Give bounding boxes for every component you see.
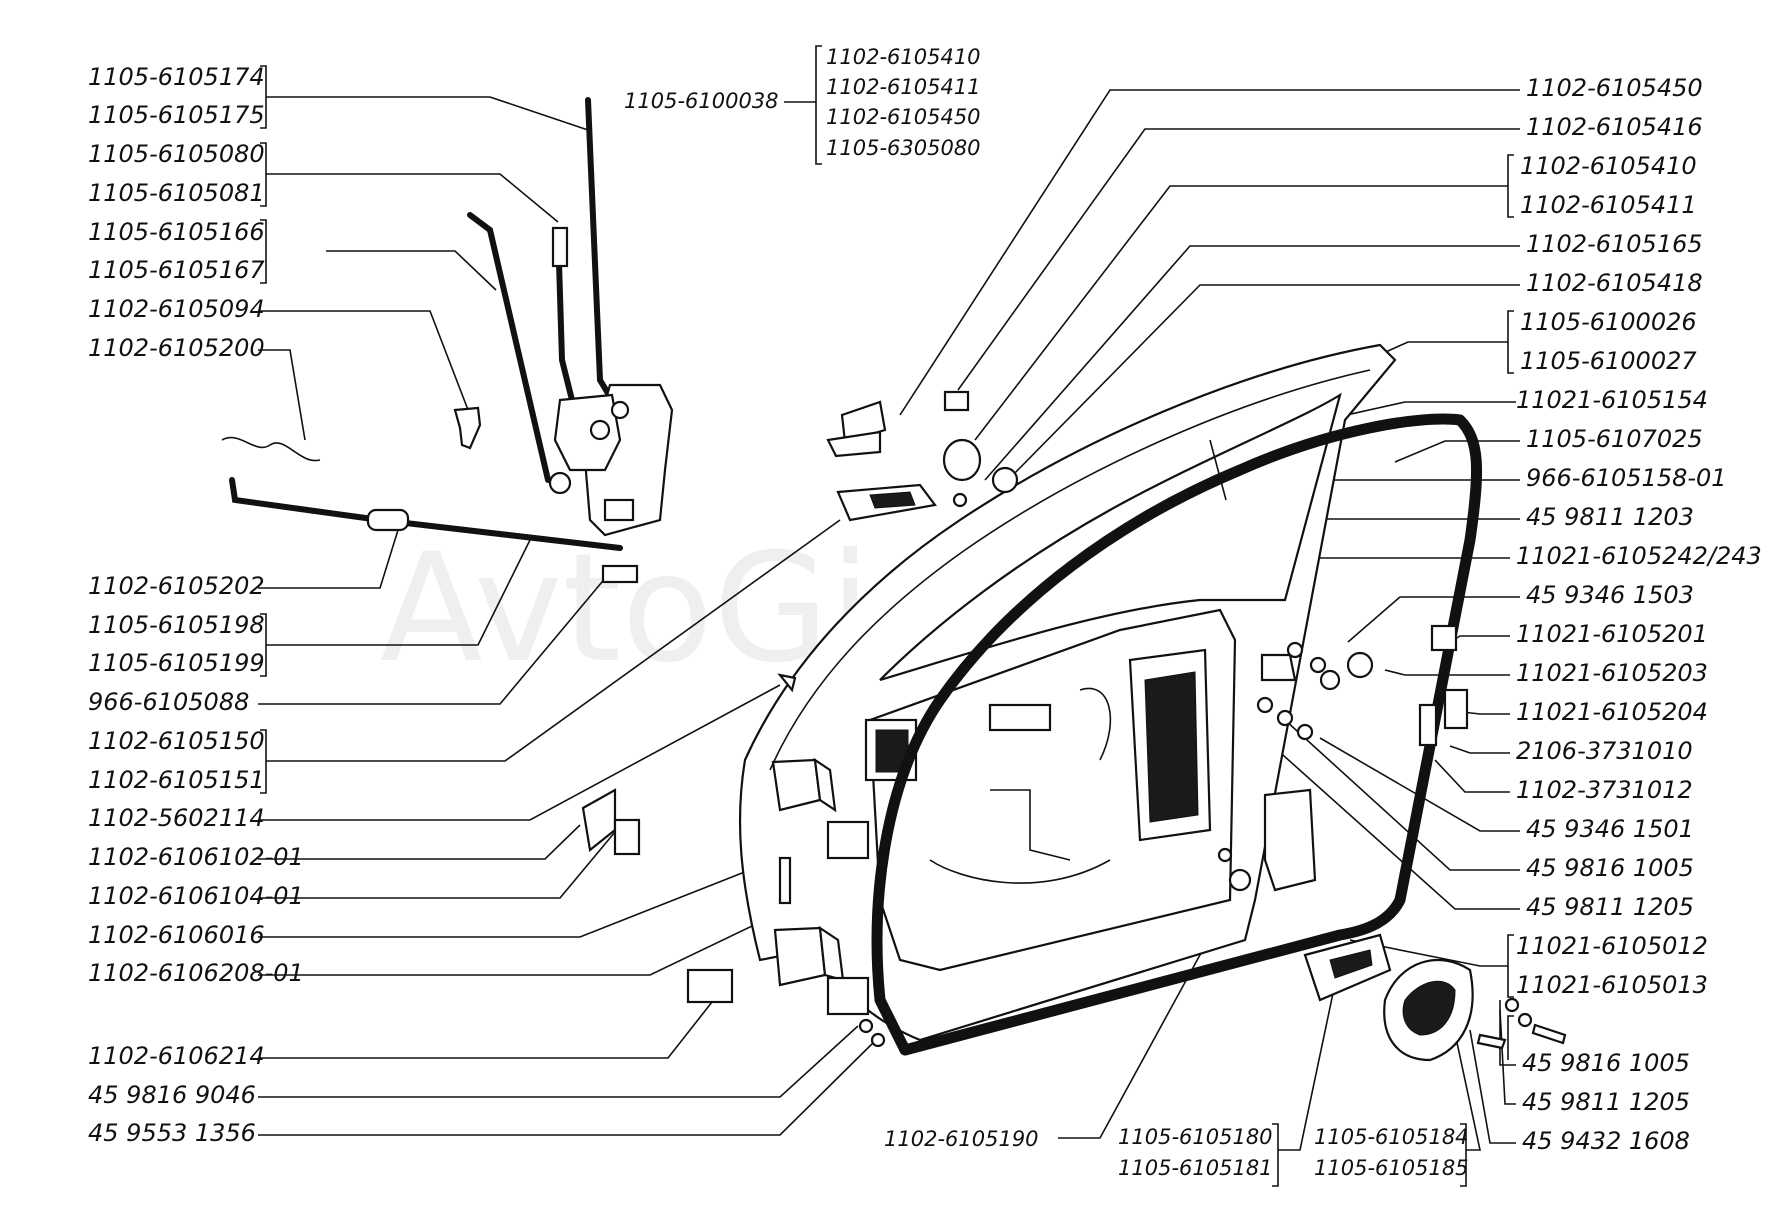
right-label-18: 2106-3731010 <box>1516 737 1693 765</box>
top-item-3: 1102-6105450 <box>826 105 981 129</box>
left-label-20: 1102-6106214 <box>88 1042 265 1070</box>
left-label-16: 1102-6106102-01 <box>88 843 304 871</box>
right-label-5: 1102-6105165 <box>1526 230 1703 258</box>
left-label-1: 1105-6105174 <box>88 63 265 91</box>
right-label-15: 11021-6105201 <box>1516 620 1708 648</box>
right-label-14: 45 9346 1503 <box>1526 581 1694 609</box>
bottom-label-2: 1105-6105180 <box>1118 1125 1273 1149</box>
right-label-8: 1105-6100027 <box>1520 347 1697 375</box>
outer-handle-assembly <box>1217 624 1567 1062</box>
right-label-10: 1105-6107025 <box>1526 425 1703 453</box>
left-label-3: 1105-6105080 <box>88 140 265 168</box>
right-label-24: 11021-6105013 <box>1516 971 1708 999</box>
left-label-22: 45 9553 1356 <box>88 1119 256 1147</box>
left-label-6: 1105-6105167 <box>88 256 265 284</box>
right-label-4: 1102-6105411 <box>1520 191 1697 219</box>
left-label-18: 1102-6106016 <box>88 921 265 949</box>
door-handle-assembly <box>826 390 1227 522</box>
right-label-column: 1102-6105450 1102-6105416 1102-6105410 1… <box>1516 74 1762 1155</box>
left-label-2: 1105-6105175 <box>88 101 265 129</box>
bottom-label-3: 1105-6105181 <box>1118 1156 1273 1180</box>
left-label-9: 1102-6105202 <box>88 572 265 600</box>
right-label-12: 45 9811 1203 <box>1526 503 1694 531</box>
door-frame <box>738 343 1483 1056</box>
top-main-label: 1105-6100038 <box>624 89 779 113</box>
left-leader-lines <box>258 96 881 1136</box>
left-label-15: 1102-5602114 <box>88 804 265 832</box>
lock-mechanism <box>221 97 674 584</box>
left-label-11: 1105-6105199 <box>88 649 265 677</box>
right-label-25: 45 9816 1005 <box>1522 1049 1690 1077</box>
right-label-21: 45 9816 1005 <box>1526 854 1694 882</box>
left-label-10: 1105-6105198 <box>88 611 265 639</box>
right-label-13: 11021-6105242/243 <box>1516 542 1762 570</box>
right-label-9: 11021-6105154 <box>1516 386 1708 414</box>
bottom-label-1: 1102-6105190 <box>884 1127 1039 1151</box>
hinges <box>581 673 886 1048</box>
top-label-group: 1105-6100038 1102-6105410 1102-6105411 1… <box>624 45 981 165</box>
right-label-17: 11021-6105204 <box>1516 698 1708 726</box>
left-label-17: 1102-6106104-01 <box>88 882 304 910</box>
left-label-12: 966-6105088 <box>88 688 249 716</box>
left-label-5: 1105-6105166 <box>88 218 265 246</box>
left-label-13: 1102-6105150 <box>88 727 265 755</box>
right-brackets <box>1507 154 1514 1060</box>
right-label-6: 1102-6105418 <box>1526 269 1703 297</box>
top-item-2: 1102-6105411 <box>826 75 981 99</box>
bottom-label-group: 1102-6105190 1105-6105180 1105-6105181 1… <box>884 899 1481 1187</box>
right-label-7: 1105-6100026 <box>1520 308 1697 336</box>
left-label-19: 1102-6106208-01 <box>88 959 304 987</box>
top-item-4: 1105-6305080 <box>826 136 981 160</box>
left-label-8: 1102-6105200 <box>88 334 265 362</box>
right-label-22: 45 9811 1205 <box>1526 893 1694 921</box>
bottom-label-5: 1105-6105185 <box>1314 1156 1469 1180</box>
right-label-16: 11021-6105203 <box>1516 659 1708 687</box>
left-label-14: 1102-6105151 <box>88 766 265 794</box>
right-label-2: 1102-6105416 <box>1526 113 1703 141</box>
right-label-3: 1102-6105410 <box>1520 152 1697 180</box>
right-label-19: 1102-3731012 <box>1516 776 1693 804</box>
right-label-1: 1102-6105450 <box>1526 74 1703 102</box>
left-label-column: 1105-6105174 1105-6105175 1105-6105080 1… <box>88 63 304 1147</box>
left-label-21: 45 9816 9046 <box>88 1081 256 1109</box>
left-brackets <box>260 65 267 794</box>
right-label-27: 45 9432 1608 <box>1522 1127 1690 1155</box>
bottom-label-4: 1105-6105184 <box>1314 1125 1469 1149</box>
left-label-7: 1102-6105094 <box>88 295 265 323</box>
left-label-4: 1105-6105081 <box>88 179 265 207</box>
right-label-23: 11021-6105012 <box>1516 932 1708 960</box>
right-label-11: 966-6105158-01 <box>1526 464 1727 492</box>
top-item-1: 1102-6105410 <box>826 45 981 69</box>
right-label-26: 45 9811 1205 <box>1522 1088 1690 1116</box>
right-label-20: 45 9346 1501 <box>1526 815 1694 843</box>
